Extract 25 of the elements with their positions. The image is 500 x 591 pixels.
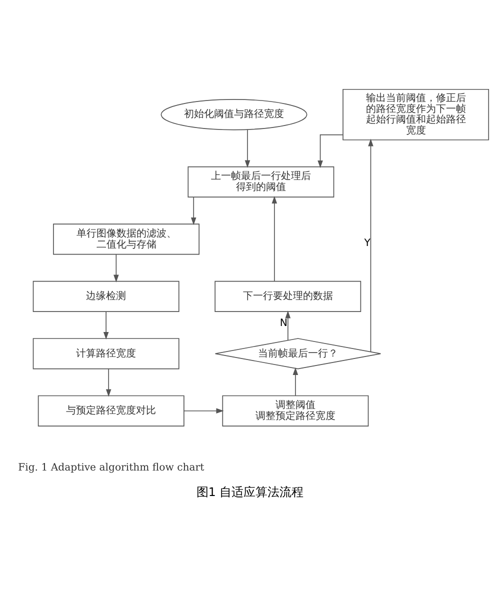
- arrow: [285, 310, 291, 340]
- node-diamond: 当前帧最后一行？: [214, 338, 382, 369]
- node-box: 输出当前阈值，修正后的路径宽度作为下一帧起始行阈值和起始路径宽度: [342, 88, 490, 140]
- node-ellipse: 初始化阈值与路径宽度: [160, 98, 308, 130]
- caption: 图1 自适应算法流程: [196, 484, 304, 499]
- arrow: [368, 138, 374, 352]
- label: Fig. 1 Adaptive algorithm flow chart: [18, 462, 204, 474]
- arrow: [103, 310, 109, 340]
- arrow: [114, 254, 119, 282]
- arrow: [106, 368, 112, 396]
- node-box: 下一行要处理的数据: [214, 280, 362, 312]
- node-box: 上一帧最后一行处理后得到的阈值: [188, 166, 334, 198]
- edge-label: Y: [364, 237, 370, 248]
- arrow: [190, 196, 196, 225]
- node-box: 边缘检测: [32, 280, 180, 312]
- arrow: [292, 366, 298, 396]
- arrow: [318, 134, 344, 168]
- arrow: [184, 408, 224, 414]
- node-box: 调整阈值 调整预定路径宽度: [222, 394, 369, 426]
- edge-label: N: [280, 318, 288, 329]
- arrow: [272, 195, 278, 282]
- node-box: 计算路径宽度: [32, 338, 180, 369]
- node-box: 与预定路径宽度对比: [38, 394, 184, 426]
- arrow: [244, 128, 250, 168]
- node-box: 单行图像数据的滤波、二值化与存储: [53, 223, 200, 254]
